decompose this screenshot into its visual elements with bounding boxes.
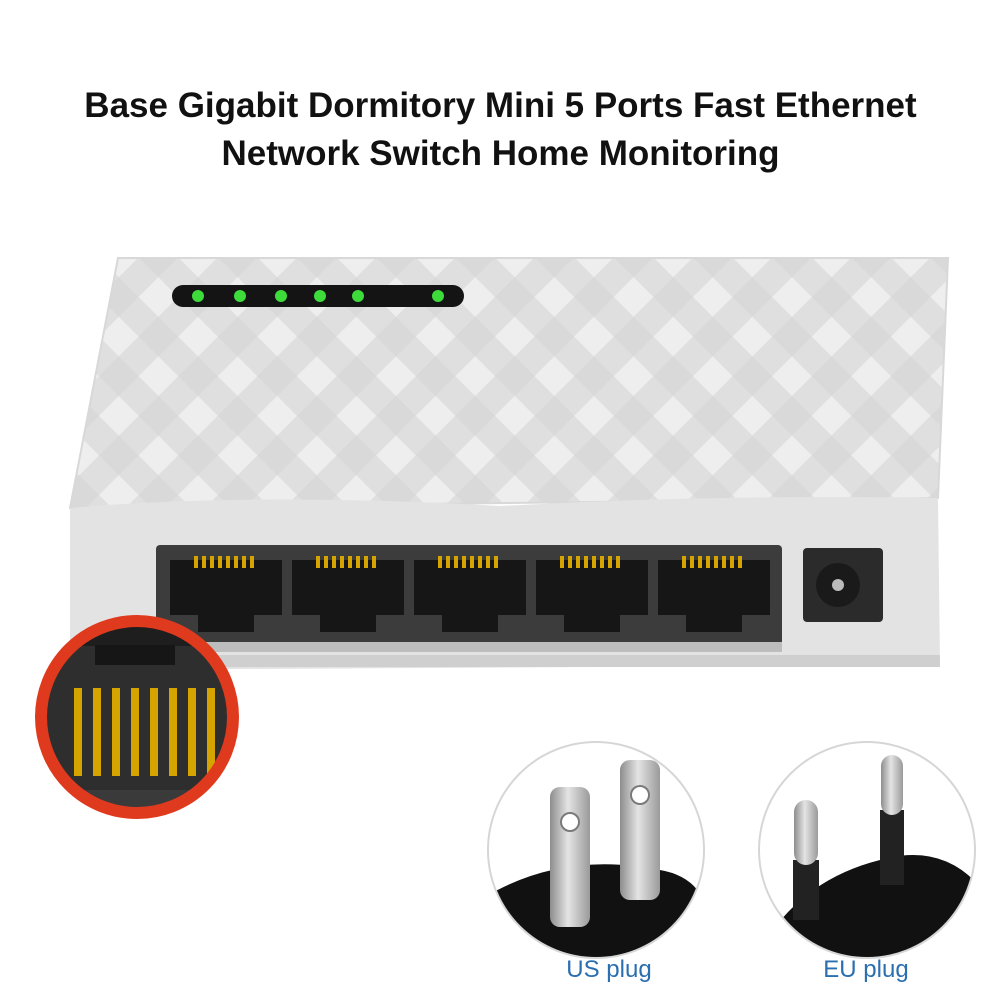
network-switch: [68, 257, 950, 670]
status-led: [192, 290, 204, 302]
title-line-2: Network Switch Home Monitoring: [221, 134, 780, 173]
title-line-1: Base Gigabit Dormitory Mini 5 Ports Fast…: [84, 86, 917, 125]
ethernet-port: [292, 556, 404, 632]
status-led: [352, 290, 364, 302]
connector-closeup: [35, 615, 239, 819]
ethernet-port: [414, 556, 526, 632]
eu-plug-image: [758, 741, 976, 959]
eu-plug-label: EU plug: [823, 956, 909, 983]
status-led: [314, 290, 326, 302]
status-leds: [192, 290, 444, 302]
status-led: [432, 290, 444, 302]
us-plug-label: US plug: [566, 956, 652, 983]
us-plug-image: [487, 741, 705, 959]
ethernet-port: [658, 556, 770, 632]
ethernet-port: [536, 556, 648, 632]
ethernet-port: [170, 556, 282, 632]
status-led: [275, 290, 287, 302]
product-title: Base Gigabit Dormitory Mini 5 Ports Fast…: [0, 82, 1001, 178]
status-led: [234, 290, 246, 302]
rj45-ports: [170, 556, 770, 632]
